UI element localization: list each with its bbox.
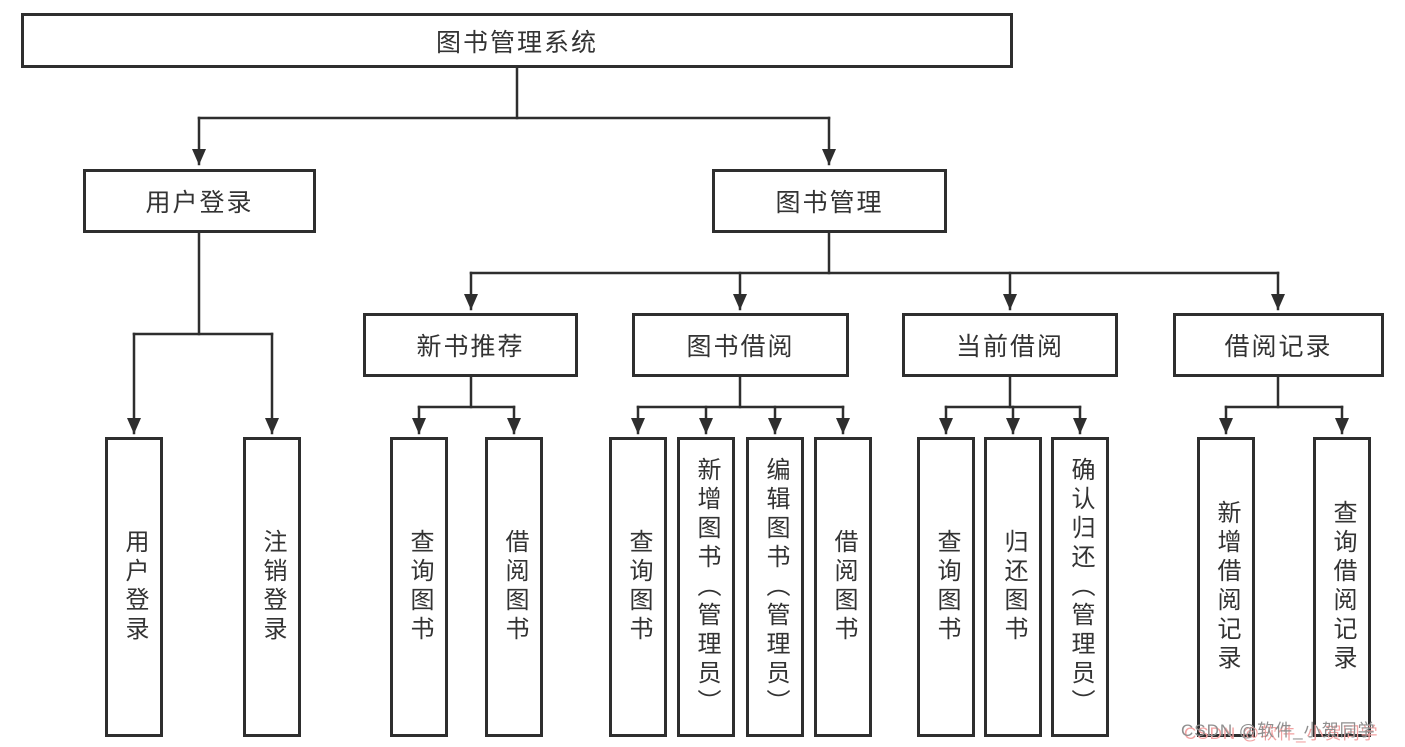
node-label: 查询图书 xyxy=(933,529,960,645)
node-label: 编辑图书（管理员） xyxy=(762,456,789,718)
node-label: 图书管理 xyxy=(775,189,884,217)
leaf-borrow-book-rec: 借阅图书 xyxy=(485,437,543,737)
leaf-borrow-book: 借阅图书 xyxy=(814,437,872,737)
node-label: 确认归还（管理员） xyxy=(1067,456,1094,718)
node-book-management: 图书管理 xyxy=(712,169,947,233)
leaf-query-book-current: 查询图书 xyxy=(917,437,975,737)
leaf-confirm-return-admin: 确认归还（管理员） xyxy=(1051,437,1109,737)
node-user-login: 用户登录 xyxy=(83,169,316,233)
node-label: 用户登录 xyxy=(121,529,148,645)
node-label: 注销登录 xyxy=(259,529,286,645)
node-label: 借阅图书 xyxy=(501,529,528,645)
leaf-return-book: 归还图书 xyxy=(984,437,1042,737)
leaf-add-book-admin: 新增图书（管理员） xyxy=(677,437,735,737)
leaf-query-borrow-record: 查询借阅记录 xyxy=(1313,437,1371,737)
node-label: 新增图书（管理员） xyxy=(693,456,720,718)
csdn-watermark: CSDN @软件_小贺同学 xyxy=(1181,721,1376,740)
node-label: 查询图书 xyxy=(406,529,433,645)
node-label: 借阅记录 xyxy=(1224,333,1333,361)
node-label: 新书推荐 xyxy=(416,333,525,361)
node-label: 查询图书 xyxy=(625,529,652,645)
node-label: 图书借阅 xyxy=(686,333,795,361)
leaf-user-login: 用户登录 xyxy=(105,437,163,737)
leaf-query-book: 查询图书 xyxy=(609,437,667,737)
node-label: 新增借阅记录 xyxy=(1213,500,1240,674)
node-label: 归还图书 xyxy=(1000,529,1027,645)
node-label: 查询借阅记录 xyxy=(1329,500,1356,674)
node-book-borrowing: 图书借阅 xyxy=(632,313,849,377)
node-library-management-system: 图书管理系统 xyxy=(21,13,1013,68)
node-current-borrowing: 当前借阅 xyxy=(902,313,1118,377)
leaf-logout: 注销登录 xyxy=(243,437,301,737)
leaf-edit-book-admin: 编辑图书（管理员） xyxy=(746,437,804,737)
node-label: 图书管理系统 xyxy=(435,28,598,57)
node-label: 当前借阅 xyxy=(955,333,1064,361)
node-new-book-recommendation: 新书推荐 xyxy=(363,313,578,377)
node-label: 用户登录 xyxy=(145,189,254,217)
node-label: 借阅图书 xyxy=(830,529,857,645)
leaf-query-book-rec: 查询图书 xyxy=(390,437,448,737)
node-borrowing-records: 借阅记录 xyxy=(1173,313,1384,377)
leaf-add-borrow-record: 新增借阅记录 xyxy=(1197,437,1255,737)
